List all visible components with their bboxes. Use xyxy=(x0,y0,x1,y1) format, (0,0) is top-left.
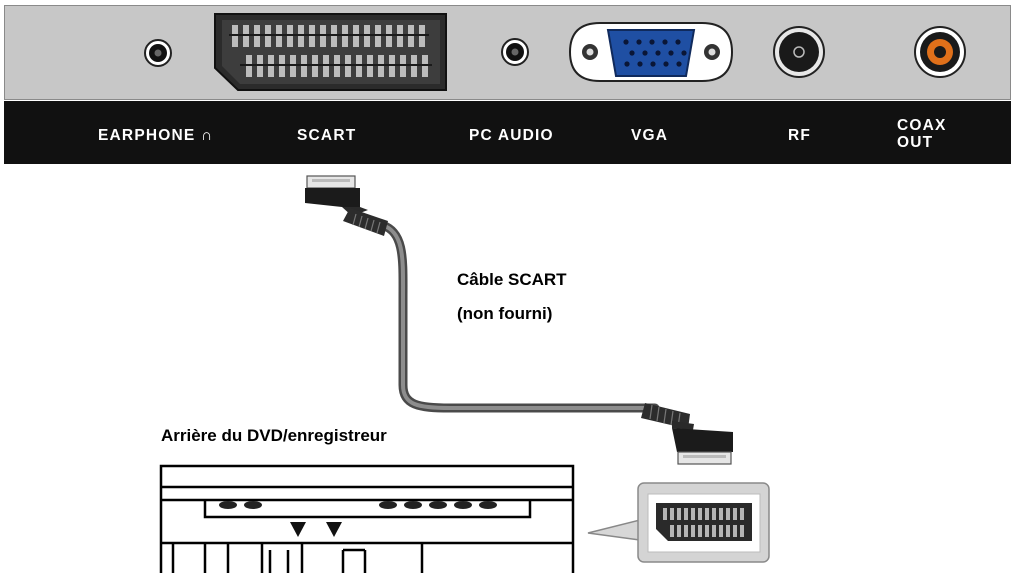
dvd-rca-jacks-icon xyxy=(219,501,497,509)
coax-label-line1: COAX xyxy=(897,117,947,134)
rf-connector-icon xyxy=(773,26,825,78)
vga-label: VGA xyxy=(631,127,669,144)
rf-label: RF xyxy=(788,127,812,144)
scart-plug-dvd-end-icon xyxy=(641,403,733,465)
cable-caption-line2: (non fourni) xyxy=(457,304,553,323)
connector-label-bar xyxy=(4,101,1011,164)
scart-socket-callout xyxy=(587,482,770,563)
earphone-jack-icon xyxy=(144,39,172,67)
dvd-recorder-rear-panel xyxy=(159,464,575,573)
coax-label-line2: OUT xyxy=(897,134,934,151)
scart-socket-icon xyxy=(214,13,447,91)
vga-port-icon xyxy=(568,22,734,82)
earphone-label: EARPHONE ∩ xyxy=(98,127,214,144)
pc-audio-jack-icon xyxy=(501,38,529,66)
cable-caption-line1: Câble SCART xyxy=(457,270,567,289)
scart-plug-tv-end-icon xyxy=(305,175,388,236)
coax-out-connector-icon xyxy=(914,26,966,78)
device-caption: Arrière du DVD/enregistreur xyxy=(161,426,387,445)
coax-out-label: COAX OUT xyxy=(897,117,947,151)
scart-label: SCART xyxy=(297,127,357,144)
pointer-triangle-icon xyxy=(290,522,342,537)
pc-audio-label: PC AUDIO xyxy=(469,127,554,144)
